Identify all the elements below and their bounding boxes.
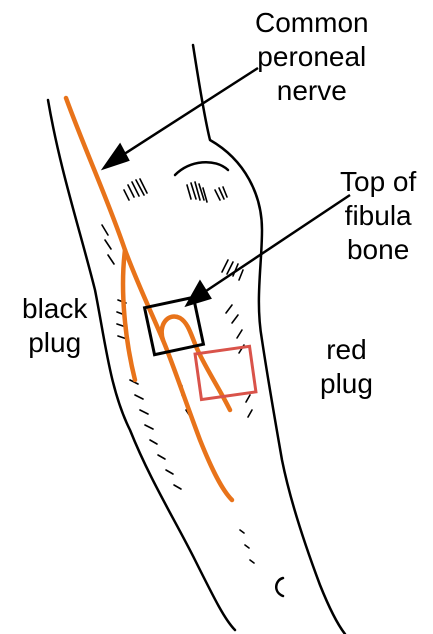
label-black-plug: black plug [22, 292, 87, 360]
black-plug-marker [145, 297, 204, 354]
label-line: bone [340, 233, 416, 267]
label-line: black [22, 292, 87, 326]
label-line: Top of [340, 165, 416, 199]
shading-hatch [102, 179, 254, 563]
label-top-of-fibula-bone: Top of fibula bone [340, 165, 416, 267]
leg-outline [48, 45, 345, 634]
label-line: red [320, 333, 373, 367]
fibula-arrowhead [187, 282, 210, 305]
fibula-arrow-line [200, 195, 350, 295]
ankle-mark [276, 578, 283, 596]
label-line: plug [22, 326, 87, 360]
label-line: plug [320, 367, 373, 401]
label-red-plug: red plug [320, 333, 373, 401]
label-line: nerve [255, 74, 369, 108]
red-plug-marker [195, 346, 256, 399]
nerve-arrow-line [118, 68, 258, 158]
label-line: peroneal [255, 40, 369, 74]
knee-cap-outline [175, 162, 228, 175]
label-common-peroneal-nerve: Common peroneal nerve [255, 6, 369, 108]
label-line: Common [255, 6, 369, 40]
nerve-arrowhead [104, 145, 128, 168]
label-line: fibula [340, 199, 416, 233]
